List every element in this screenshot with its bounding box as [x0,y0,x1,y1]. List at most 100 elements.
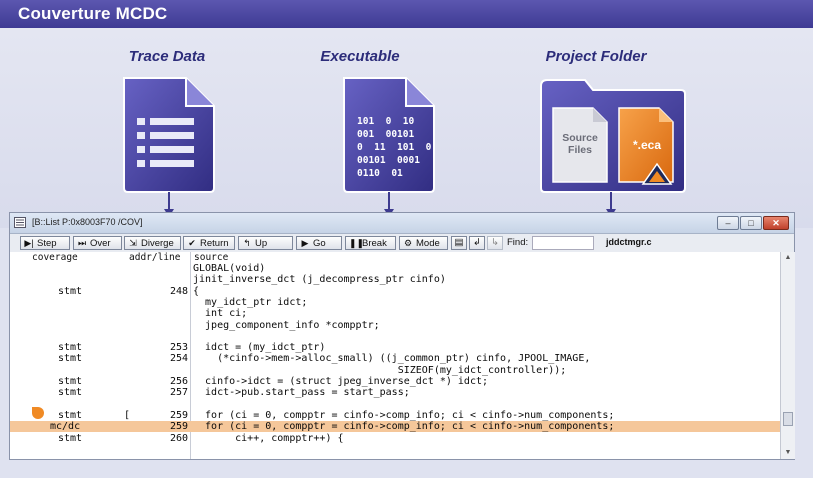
binary-line-2: 001 00101 [357,129,415,140]
mode-icon: ⚙ [403,238,413,248]
scrollbar-thumb[interactable] [783,412,793,426]
coverage-cell: stmt [58,387,83,399]
line-number-cell: 256 [169,376,188,387]
close-button[interactable]: ✕ [763,216,789,230]
maximize-button[interactable]: □ [740,216,762,230]
column-divider [190,252,191,459]
source-files-label: Source Files [562,132,598,156]
addr-line-column-header[interactable]: addr/line [129,252,181,263]
source-code-cell: ci++, compptr++) { [193,432,344,444]
executable-icon [343,77,435,193]
pause-icon: ❚❚ [349,238,365,248]
source-code-cell: SIZEOF(my_idct_controller)); [193,364,567,376]
source-row[interactable]: jinit_inverse_dct (j_decompress_ptr cinf… [10,274,780,285]
source-row[interactable]: GLOBAL(void) [10,263,780,274]
source-row[interactable]: stmt 254 (*cinfo->mem->alloc_small) ((j_c… [10,353,780,364]
source-row-highlighted[interactable]: mc/dc 259 for (ci = 0, compptr = cinfo->c… [10,421,780,433]
executable-label: Executable [320,48,400,65]
source-row[interactable]: SIZEOF(my_idct_controller)); [10,365,780,376]
source-row[interactable]: int ci; [10,308,780,319]
source-row[interactable]: stmt 260 ci++, compptr++) { [10,433,780,444]
go-button[interactable]: ▶Go [296,236,342,250]
diverge-button[interactable]: ⇲ Diverge [124,236,181,250]
minimize-button[interactable]: – [717,216,739,230]
line-number-cell: 253 [169,342,188,354]
next-button[interactable]: ↳ [487,236,503,250]
view-icon: ▤ [454,237,464,248]
step-button[interactable]: ▶|Step [20,236,70,250]
source-row[interactable]: stmt 256 cinfo->idct = (struct jpeg_inver… [10,376,780,387]
go-icon: ▶ [301,238,309,248]
diverge-label: Diverge [141,238,174,249]
source-row[interactable] [10,399,780,410]
coverage-cell: stmt [58,285,83,297]
window-title: [B::List P:0x8003F70 /COV] [32,217,143,227]
vertical-scrollbar[interactable]: ▲ ▼ [780,252,795,459]
source-code-cell: idct->pub.start_pass = start_pass; [193,387,410,399]
source-code-cell: GLOBAL(void) [193,263,266,274]
coverage-bracket: [ [124,409,131,421]
coverage-cell: stmt [58,432,83,444]
break-label: Break [362,238,387,249]
source-code-cell: my_idct_ptr idct; [193,296,308,308]
next-icon: ↳ [491,237,499,248]
binary-line-3: 0 11 101 0 [357,142,432,153]
back-button[interactable]: ↲ [469,236,485,250]
line-number-cell: 260 [169,432,188,444]
source-listing: GLOBAL(void)jinit_inverse_dct (j_decompr… [10,263,780,459]
source-row[interactable]: my_idct_ptr idct; [10,297,780,308]
list-window-icon [14,217,26,228]
source-code-cell: (*cinfo->mem->alloc_small) ((j_common_pt… [193,353,591,365]
return-label: Return [200,238,229,249]
toolbar: ▶|Step ⏭Over ⇲ Diverge ✔Return ↰ Up ▶Go ❚❚… [10,234,794,253]
scroll-up-icon[interactable]: ▲ [784,254,792,261]
source-code-cell: cinfo->idct = (struct jpeg_inverse_dct *… [193,376,489,387]
line-number-cell: 259 [169,421,188,433]
back-icon: ↲ [473,237,481,248]
step-label: Step [37,238,57,249]
source-row[interactable]: stmt 253 idct = (my_idct_ptr) [10,342,780,353]
line-number-cell: 248 [169,285,188,297]
coverage-list-window: [B::List P:0x8003F70 /COV] – □ ✕ ▶|Step … [9,212,795,460]
source-row[interactable]: stmt[259 for (ci = 0, compptr = cinfo->c… [10,410,780,421]
source-code-cell: { [193,285,200,297]
column-headers: coverage addr/line source [10,252,780,263]
coverage-column-header[interactable]: coverage [32,252,78,263]
project-folder-label: Project Folder [545,48,647,65]
source-code-cell: for (ci = 0, compptr = cinfo->comp_info;… [193,421,615,433]
trace-data-icon [123,77,215,193]
coverage-cell: mc/dc [50,421,81,433]
return-button[interactable]: ✔Return [183,236,235,250]
source-row[interactable]: stmt 248 { [10,286,780,297]
diverge-icon: ⇲ [129,238,137,248]
binary-line-4: 00101 0001 [357,155,420,166]
source-row[interactable] [10,331,780,342]
find-input[interactable] [532,236,594,250]
source-row[interactable]: jpeg_component_info *compptr; [10,320,780,331]
up-button[interactable]: ↰ Up [238,236,293,250]
mode-button[interactable]: ⚙Mode [399,236,448,250]
banner-title: Couverture MCDC [18,4,168,23]
coverage-cell: stmt [58,376,83,387]
scroll-down-icon[interactable]: ▼ [784,449,792,456]
line-number-cell: 254 [169,353,188,365]
up-label: Up [255,238,268,249]
coverage-cell: stmt [58,342,83,354]
step-over-icon: ⏭ [77,238,87,248]
over-button[interactable]: ⏭Over [73,236,122,250]
source-code-cell: jpeg_component_info *compptr; [193,319,380,331]
window-titlebar[interactable]: [B::List P:0x8003F70 /COV] – □ ✕ [10,213,794,234]
binary-line-1: 101 0 10 [357,116,415,127]
binary-line-5: 0110 01 [357,168,403,179]
mode-label: Mode [416,238,440,249]
coverage-cell: stmt [58,409,83,421]
view-button[interactable]: ▤ [451,236,467,250]
over-label: Over [90,238,111,249]
source-code-cell: idct = (my_idct_ptr) [193,342,326,354]
up-icon: ↰ [243,238,251,248]
source-column-header[interactable]: source [194,252,229,263]
coverage-cell: stmt [58,353,83,365]
source-code-cell: jinit_inverse_dct (j_decompress_ptr cinf… [193,274,446,286]
break-button[interactable]: ❚❚Break [345,236,396,250]
